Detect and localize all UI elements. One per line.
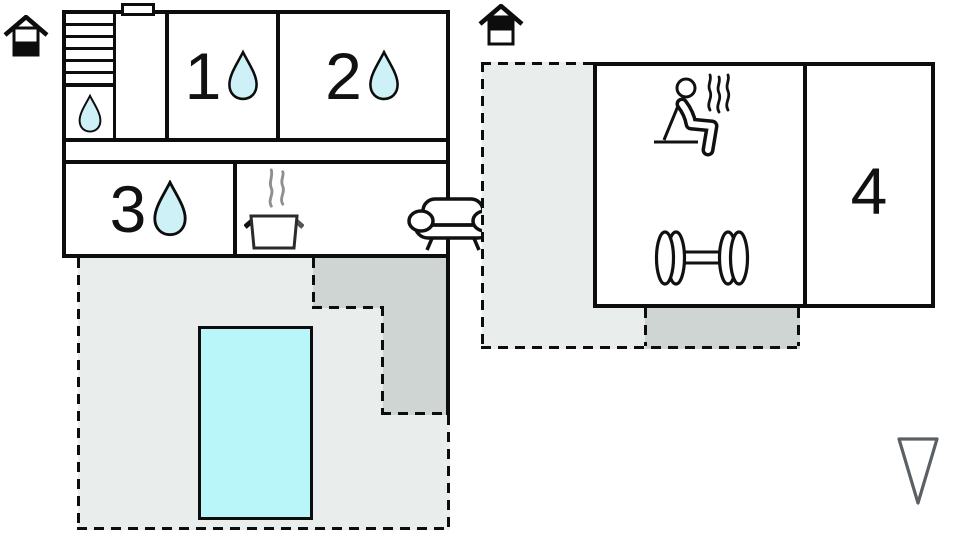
covered-terrace-border [312,258,315,308]
dumbbell-icon [654,230,750,286]
room-number: 2 [325,39,362,113]
covered-terrace-edge-wall [446,258,450,415]
kitchen-living-room [237,164,499,254]
covered-terrace-border [381,412,448,415]
wall [233,164,237,254]
room-4: 4 [807,66,931,304]
covered-terrace-border [797,308,800,346]
north-arrow-icon [897,437,939,505]
steam-icon [268,168,285,208]
covered-terrace-border [644,308,647,346]
room-3: 3 [66,164,233,254]
sauna-person-icon [654,73,731,157]
terrace-border [77,527,450,530]
door-opening [121,3,155,16]
house-ground-floor-icon [3,15,49,57]
water-drop-icon [228,49,259,101]
water-drop-icon [368,49,399,101]
wall [113,14,116,142]
terrace-border [481,62,593,65]
terrace-border [481,62,484,349]
staircase [66,14,113,84]
covered-terrace [383,308,450,415]
room-number: 1 [184,39,222,113]
cooking-pot-icon [244,214,304,250]
covered-terrace [313,258,450,308]
terrace-border [77,258,80,530]
bathroom [66,84,113,141]
room-1: 1 [169,14,276,138]
ground-floor-building: 1 2 3 [62,10,499,258]
upper-covered-terrace [645,308,800,349]
terrace-border [481,346,800,349]
room-2: 2 [280,14,446,138]
covered-terrace-border [381,306,384,414]
wall [66,160,446,164]
upper-floor-building: 4 [593,62,935,308]
swimming-pool [198,326,313,520]
water-drop-icon [153,180,187,237]
room-number: 4 [850,154,888,228]
wall [165,14,169,142]
water-drop-icon [78,93,101,133]
terrace-border [447,415,450,529]
house-upper-floor-icon [478,4,524,46]
covered-terrace-border [312,306,384,309]
wall [276,14,280,142]
sauna-fitness-room [597,66,803,304]
room-number: 3 [109,172,147,246]
wall [66,138,446,142]
wall [803,66,807,304]
